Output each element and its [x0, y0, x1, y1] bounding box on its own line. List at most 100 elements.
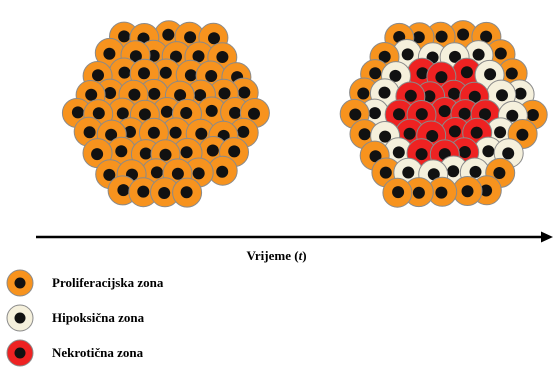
cell-nucleus — [413, 187, 425, 199]
cell-nucleus — [162, 29, 174, 41]
legend-label-proliferative: Proliferacijska zona — [52, 275, 163, 291]
cell-nucleus — [172, 168, 184, 180]
cell-nucleus — [435, 187, 447, 199]
cell-nucleus — [148, 88, 160, 100]
cell-nucleus — [459, 146, 471, 158]
cell-nucleus — [103, 48, 115, 60]
cell-nucleus — [85, 89, 97, 101]
cell-nucleus — [229, 107, 241, 119]
cell-nucleus — [436, 31, 448, 43]
cell-nucleus — [185, 69, 197, 81]
cell-nucleus — [471, 127, 483, 139]
cell-nucleus — [506, 68, 518, 80]
cell-nucleus — [349, 109, 361, 121]
cell-nucleus — [527, 109, 539, 121]
cell-nucleus — [148, 127, 160, 139]
cell-nucleus — [380, 167, 392, 179]
cell-nucleus — [494, 126, 506, 138]
cell-nucleus — [206, 105, 218, 117]
cell-nucleus — [181, 186, 193, 198]
cell-nucleus — [216, 51, 228, 63]
cell-nucleus — [238, 87, 250, 99]
cell-nucleus — [237, 126, 249, 138]
cell-nucleus — [369, 107, 381, 119]
time-arrow — [36, 232, 553, 243]
cell-nucleus — [393, 108, 405, 120]
cell-nucleus — [496, 89, 508, 101]
cell-nucleus — [140, 148, 152, 160]
cell-nucleus — [357, 88, 369, 100]
cell-nucleus — [216, 166, 228, 178]
cell-nucleus — [392, 186, 404, 198]
cell-nucleus — [170, 127, 182, 139]
spheroid-early — [62, 21, 269, 207]
cell-nucleus — [208, 32, 220, 44]
cell-nucleus — [117, 184, 129, 196]
cell-nucleus — [137, 186, 149, 198]
cell-nucleus — [158, 187, 170, 199]
cell-nucleus — [495, 48, 507, 60]
cell-nucleus — [359, 128, 371, 140]
cell-nucleus — [104, 87, 116, 99]
cell-nucleus — [369, 67, 381, 79]
cell-nucleus — [402, 167, 414, 179]
cell-nucleus — [516, 129, 528, 141]
cell-nucleus — [228, 145, 240, 157]
cell-nucleus — [128, 89, 140, 101]
legend-label-necrotic: Nekrotična zona — [52, 345, 143, 361]
cell-nucleus — [138, 67, 150, 79]
cell-nucleus — [160, 67, 172, 79]
cell-nucleus — [461, 66, 473, 78]
cell-nucleus — [470, 166, 482, 178]
cell-nucleus — [447, 165, 459, 177]
cell-nucleus — [184, 31, 196, 43]
cell-nucleus — [457, 29, 469, 41]
cell-nucleus — [416, 108, 428, 120]
cell-nucleus — [473, 49, 485, 61]
necrotic-cell-icon — [6, 339, 34, 367]
proliferative-cell — [383, 178, 412, 207]
proliferative-cell-icon — [6, 269, 34, 297]
hypoxic-cell-icon — [6, 304, 34, 332]
cell-nucleus — [195, 128, 207, 140]
cell-nucleus — [502, 147, 514, 159]
cell-nucleus — [219, 87, 231, 99]
cell-nucleus — [115, 145, 127, 157]
cell-nucleus — [93, 107, 105, 119]
cell-nucleus — [493, 167, 505, 179]
cell-nucleus — [449, 125, 461, 137]
cell-nucleus — [515, 88, 527, 100]
cell-nucleus — [181, 146, 193, 158]
cell-nucleus — [207, 145, 219, 157]
proliferative-cell — [173, 178, 202, 207]
cell-nucleus — [151, 166, 163, 178]
cell-nucleus — [92, 69, 104, 81]
cell-nucleus — [118, 30, 130, 42]
spheroid-late — [340, 21, 547, 208]
cell-nucleus — [416, 148, 428, 160]
cell-nucleus — [205, 70, 217, 82]
cell-nucleus — [462, 185, 474, 197]
cell-nucleus — [379, 87, 391, 99]
cell-nucleus — [161, 106, 173, 118]
cell-nucleus — [119, 67, 131, 79]
cell-nucleus — [484, 68, 496, 80]
legend-label-hypoxic: Hipoksična zona — [52, 310, 144, 326]
cell-nucleus — [193, 167, 205, 179]
proliferative-cell — [453, 177, 482, 206]
cell-nucleus — [405, 90, 417, 102]
cell-nucleus — [91, 148, 103, 160]
cell-nucleus — [180, 107, 192, 119]
cell-nucleus — [435, 71, 447, 83]
cell-nucleus — [482, 145, 494, 157]
cell-nucleus — [248, 108, 260, 120]
cell-nucleus — [84, 126, 96, 138]
cell-nucleus — [439, 105, 451, 117]
cell-nucleus — [402, 48, 414, 60]
cell-nucleus — [393, 146, 405, 158]
time-axis-label: Vrijeme (t) — [0, 248, 553, 264]
cell-nucleus — [404, 128, 416, 140]
cell-nucleus — [160, 149, 172, 161]
cell-nucleus — [117, 107, 129, 119]
cell-nucleus — [72, 106, 84, 118]
